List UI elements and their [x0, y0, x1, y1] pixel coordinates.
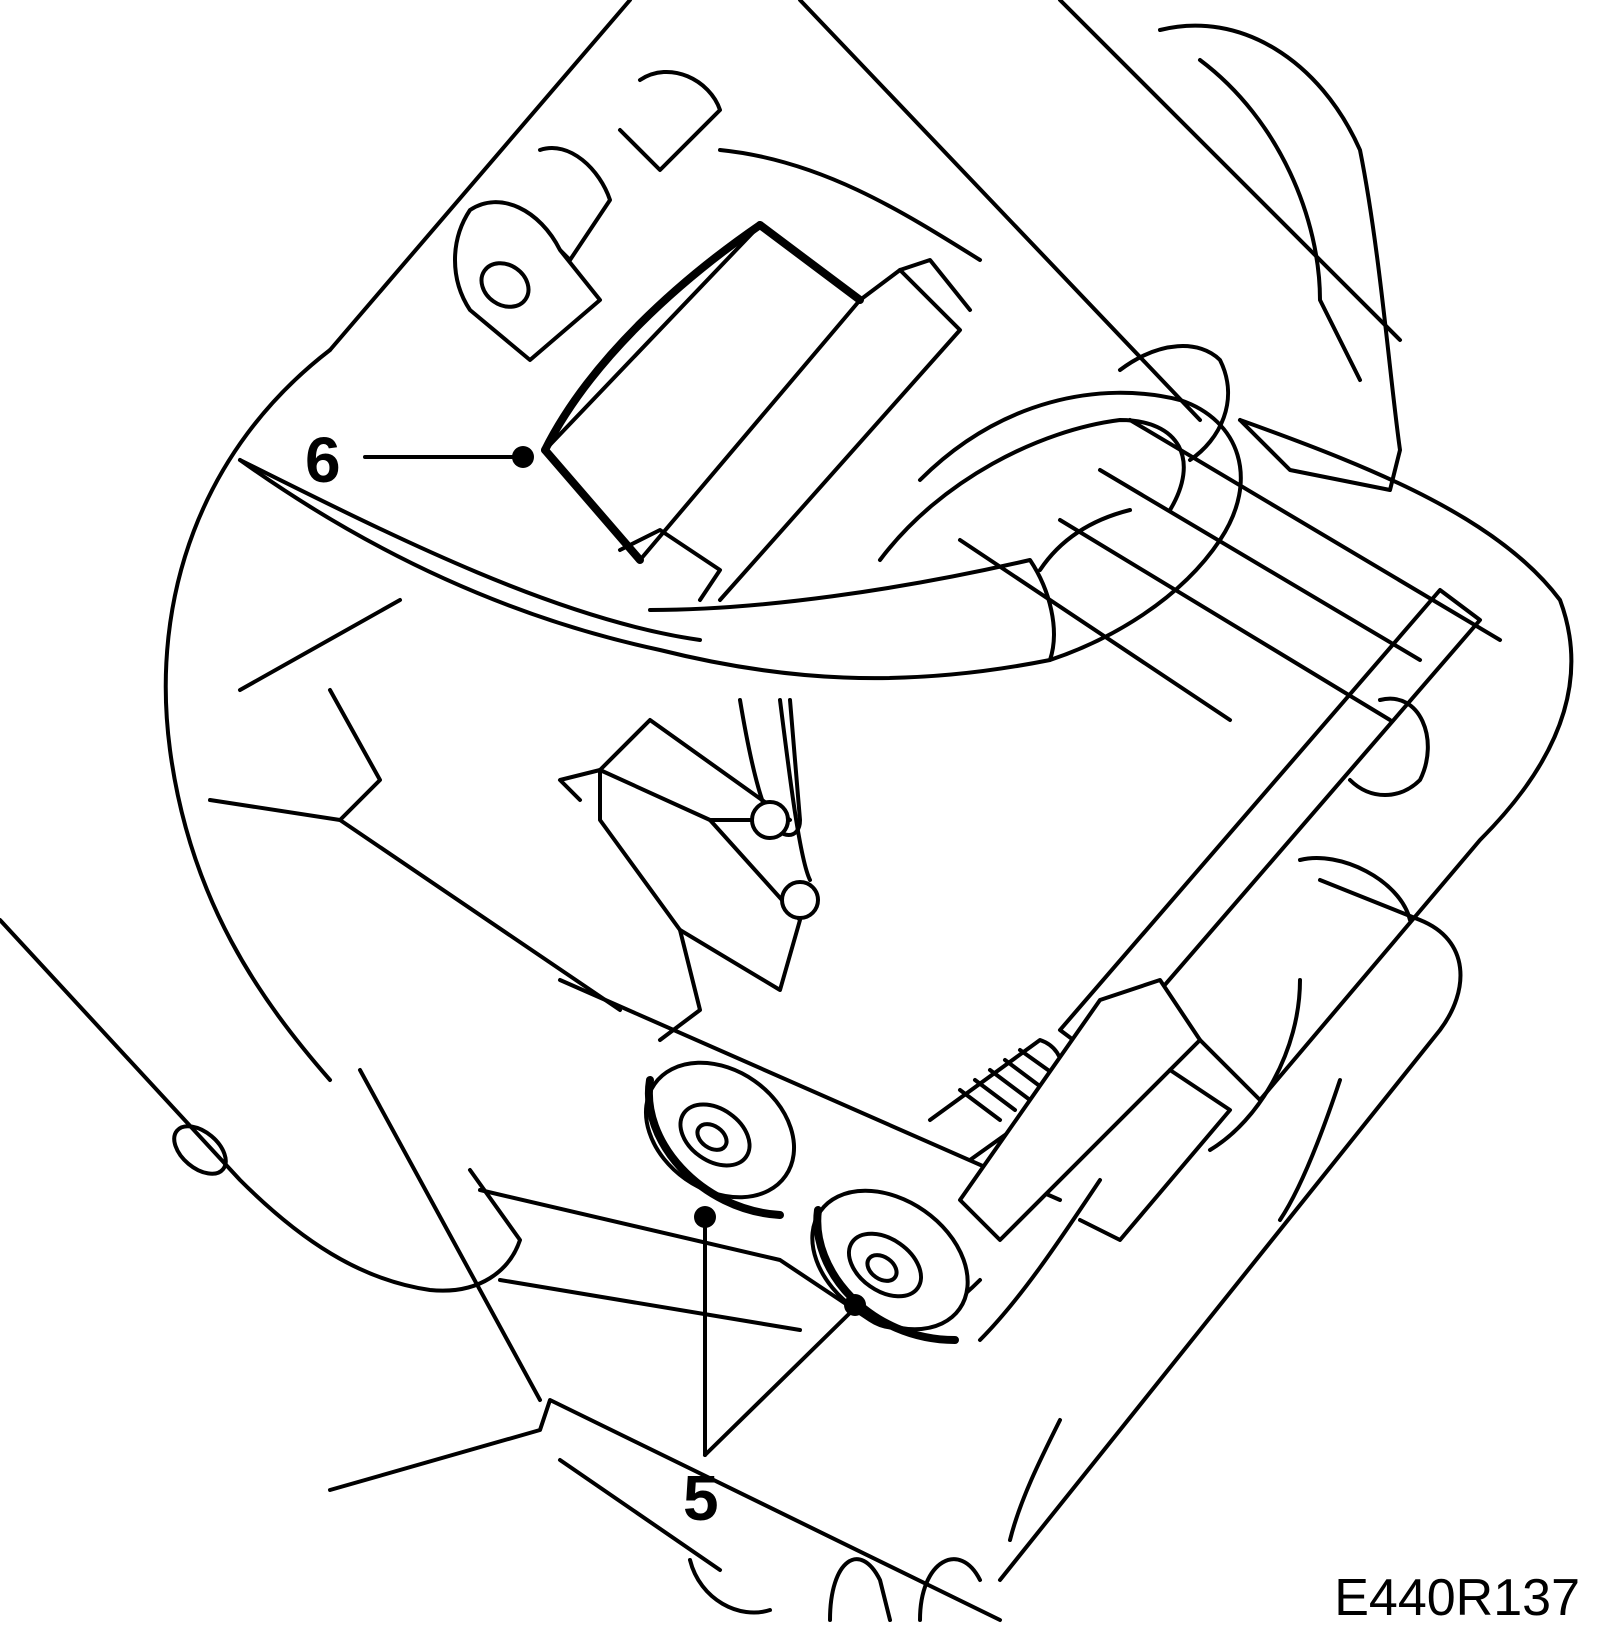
connector-block [558, 718, 820, 1042]
reference-code: E440R137 [1334, 1569, 1580, 1627]
side-cover [978, 23, 1574, 1582]
component-5-rollers [643, 1060, 970, 1344]
callout-5: 5 [683, 1206, 866, 1534]
callout-5-label: 5 [683, 1462, 719, 1534]
callout-6: 6 [305, 424, 534, 496]
mounting-bracket [453, 69, 982, 362]
callout-5-dot-left [694, 1206, 716, 1228]
callout-5-dot-right [844, 1294, 866, 1316]
housing-outline [0, 0, 1402, 1622]
spring-assembly [928, 856, 1412, 1242]
slide-rails [558, 418, 1502, 1202]
callout-6-label: 6 [305, 424, 341, 496]
callout-5-leader-right [703, 1306, 857, 1457]
component-6-body [541, 221, 972, 602]
callout-6-dot [512, 446, 534, 468]
roller-left [643, 1060, 797, 1219]
lower-cutouts [688, 1557, 982, 1622]
roller-right [810, 1188, 970, 1344]
